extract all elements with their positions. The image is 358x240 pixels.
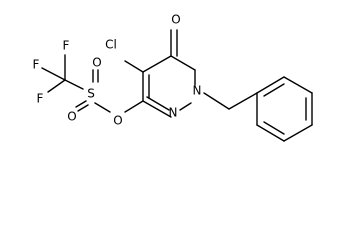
bond-c4-c5	[142, 55, 172, 73]
atom-label-oxo-oxygen: O	[171, 13, 180, 27]
bond-n1-n2	[179, 102, 192, 111]
bond-c5-cl	[124, 60, 144, 73]
bond-ph-5	[256, 124, 285, 142]
bond-n2-c3-double	[146, 96, 170, 111]
bond-oester-s	[94, 102, 111, 113]
bond-s-o2-double	[75, 100, 87, 108]
bond-s-o2-double-2	[77, 104, 89, 112]
atom-label-nitrogen-2: N	[169, 106, 178, 120]
bond-c-f3	[47, 79, 66, 93]
atom-label-sulfonyl-oxygen-1: O	[92, 56, 101, 70]
bond-c4-oester	[124, 100, 144, 113]
chemical-structure: O Cl N N O S O O F F F	[33, 13, 313, 142]
bond-n2-c3	[142, 100, 172, 118]
atom-label-sulfonyl-oxygen-2: O	[67, 110, 76, 124]
bond-ph-double-3	[263, 121, 285, 135]
bond-c5-c6	[170, 55, 196, 71]
bond-c-f2	[41, 67, 66, 81]
atom-label-nitrogen-1: N	[193, 84, 202, 98]
atom-label-sulfur: S	[87, 87, 95, 101]
pyridazinone-ring	[142, 55, 196, 118]
phenyl-ring	[256, 76, 313, 142]
atom-label-ester-oxygen: O	[113, 114, 122, 128]
bond-s-cf3	[64, 79, 84, 90]
bond-ph-double-1	[263, 83, 285, 97]
bond-ph-4	[283, 124, 313, 142]
atom-label-fluorine-2: F	[33, 58, 40, 72]
atom-label-chlorine: Cl	[105, 38, 117, 52]
bond-n1-ch2	[203, 92, 230, 110]
atom-label-fluorine-3: F	[37, 92, 44, 106]
bond-ph-2	[283, 76, 313, 94]
bond-ch2-phenyl	[228, 92, 258, 110]
bond-ph-1	[256, 76, 285, 94]
atom-label-fluorine-1: F	[63, 39, 70, 53]
